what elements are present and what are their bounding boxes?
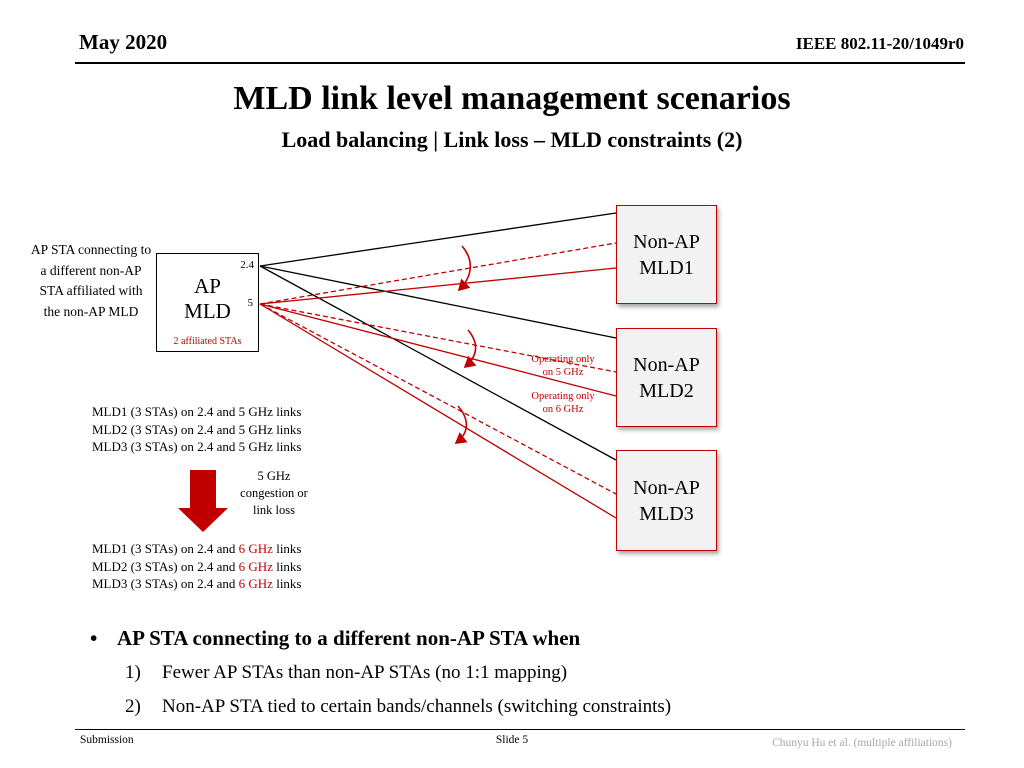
band-highlight: 6 GHz bbox=[238, 576, 273, 591]
footer-authors: Chunyu Hu et al. (multiple affiliations) bbox=[772, 737, 952, 749]
list-line: MLD2 (3 STAs) on 2.4 and 5 GHz links bbox=[92, 421, 302, 437]
footer-divider bbox=[75, 729, 965, 730]
switch-arrows bbox=[454, 245, 477, 444]
bullet-marker: • bbox=[90, 626, 98, 650]
list-line: MLD3 (3 STAs) on 2.4 and 6 GHz links bbox=[92, 575, 302, 593]
list-line: MLD2 (3 STAs) on 2.4 and 6 GHz links bbox=[92, 558, 302, 576]
non-ap-mld2-box: Non-AP MLD2 bbox=[616, 328, 717, 427]
links-after-list: MLD1 (3 STAs) on 2.4 and 6 GHz links MLD… bbox=[92, 540, 302, 593]
numbered-item: 2) Non-AP STA tied to certain bands/chan… bbox=[0, 696, 1024, 718]
page-subtitle: Load balancing | Link loss – MLD constra… bbox=[281, 127, 743, 152]
item-text: Fewer AP STAs than non-AP STAs (no 1:1 m… bbox=[162, 662, 568, 683]
footer-slide-number: Slide 5 bbox=[495, 734, 529, 746]
non-ap-mld1-box: Non-AP MLD1 bbox=[616, 205, 717, 304]
band-highlight: 6 GHz bbox=[238, 541, 273, 556]
line-suffix: links bbox=[272, 558, 302, 574]
annotation-5ghz: Operating only on 5 GHz bbox=[531, 354, 595, 378]
line-prefix: MLD1 (3 STAs) on 2.4 and bbox=[92, 541, 239, 556]
affiliated-stas-note: 2 affiliated STAs bbox=[173, 336, 242, 347]
band-highlight: 6 GHz bbox=[238, 558, 273, 574]
footer-submission: Submission bbox=[80, 734, 134, 746]
list-line: MLD1 (3 STAs) on 2.4 and 5 GHz links bbox=[92, 404, 302, 419]
links-before-list: MLD1 (3 STAs) on 2.4 and 5 GHz links MLD… bbox=[92, 403, 301, 456]
annotation-6ghz: Operating only on 6 GHz bbox=[531, 391, 595, 415]
links-2g4 bbox=[259, 212, 617, 461]
congestion-arrow bbox=[178, 470, 228, 532]
list-line: MLD3 (3 STAs) on 2.4 and 5 GHz links bbox=[92, 439, 302, 454]
line-prefix: MLD3 (3 STAs) on 2.4 and bbox=[92, 576, 239, 591]
main-bullet-text: AP STA connecting to a different non-AP … bbox=[117, 626, 581, 650]
item-text: Non-AP STA tied to certain bands/channel… bbox=[162, 696, 672, 717]
ap-mld-box: 2.4 5 AP MLD 2 affiliated STAs bbox=[156, 253, 259, 352]
band-5-label: 5 bbox=[247, 297, 254, 309]
line-suffix: links bbox=[272, 541, 302, 556]
left-note: AP STA connecting to a different non-AP … bbox=[30, 242, 152, 319]
doc-id: IEEE 802.11-20/1049r0 bbox=[795, 34, 964, 53]
page-title: MLD link level management scenarios bbox=[233, 80, 791, 117]
numbered-item: 1) Fewer AP STAs than non-AP STAs (no 1:… bbox=[0, 662, 1024, 684]
item-number: 2) bbox=[125, 696, 141, 717]
main-bullet: • AP STA connecting to a different non-A… bbox=[0, 626, 1024, 650]
item-number: 1) bbox=[125, 662, 141, 683]
congestion-arrow-label: 5 GHz congestion or link loss bbox=[240, 469, 308, 517]
header-divider bbox=[75, 62, 965, 64]
bullet-section: • AP STA connecting to a different non-A… bbox=[0, 626, 1024, 718]
slide-date: May 2020 bbox=[79, 30, 168, 54]
band-2-4-label: 2.4 bbox=[240, 259, 254, 271]
line-suffix: links bbox=[272, 576, 302, 591]
line-prefix: MLD2 (3 STAs) on 2.4 and bbox=[92, 558, 239, 574]
ap-mld-label: AP MLD bbox=[184, 273, 231, 323]
list-line: MLD1 (3 STAs) on 2.4 and 6 GHz links bbox=[92, 540, 302, 558]
non-ap-mld3-box: Non-AP MLD3 bbox=[616, 450, 717, 551]
